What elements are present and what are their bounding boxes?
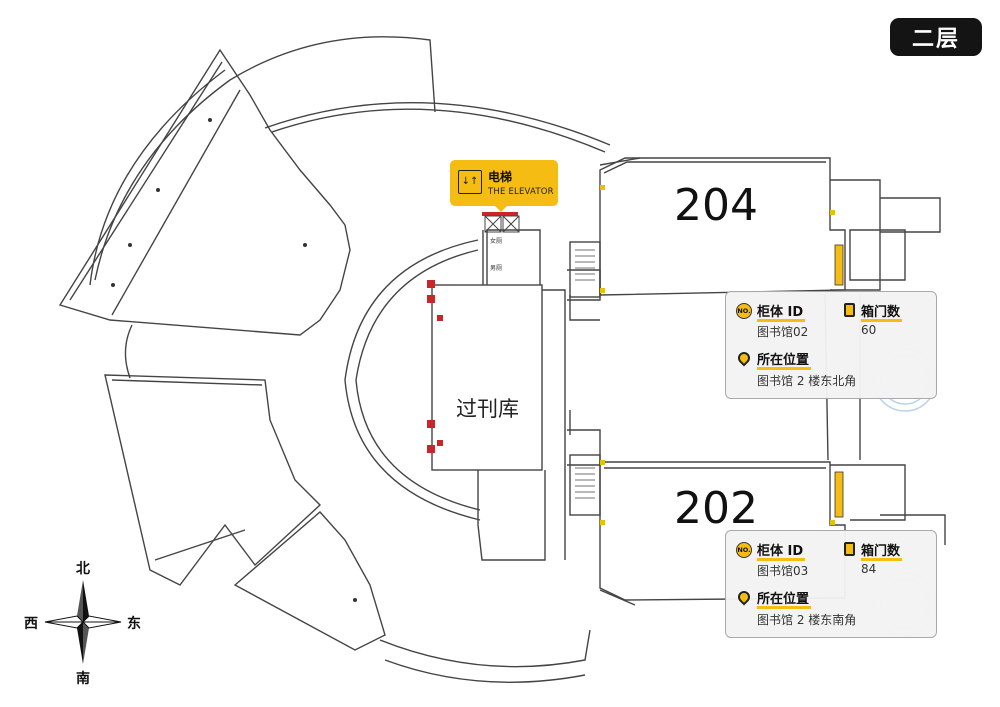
- locker-id-value: 图书馆02: [757, 325, 809, 339]
- elevator-callout-pointer: [494, 205, 508, 212]
- north-arc: [264, 102, 611, 146]
- female-restroom-label: 女厕: [490, 238, 503, 245]
- elevator-callout[interactable]: ↓↑ 电梯 THE ELEVATOR: [450, 160, 558, 206]
- location-value: 图书馆 2 楼东南角: [757, 613, 857, 627]
- male-restroom-label: 男厕: [490, 265, 503, 272]
- outer-arc-south: [384, 659, 586, 683]
- room-label-periodical-store[interactable]: 过刊库: [456, 397, 519, 421]
- compass-west-label: 西: [24, 616, 38, 632]
- room-label-202[interactable]: 202: [674, 483, 758, 534]
- locker-info-card[interactable]: NO. 柜体 ID 图书馆02 箱门数 60 所在位置 图书馆 2 楼东北角: [725, 291, 937, 399]
- room-204-outline: [599, 157, 846, 296]
- door-count-label: 箱门数: [861, 540, 903, 561]
- room-label-204[interactable]: 204: [674, 180, 758, 231]
- locker-id-label: 柜体 ID: [757, 301, 806, 322]
- outer-arc: [94, 36, 436, 281]
- wing-inner-outline: [69, 61, 241, 316]
- wing-outline: [104, 374, 322, 586]
- locker-id-label: 柜体 ID: [757, 540, 806, 561]
- locker-info-card[interactable]: NO. 柜体 ID 图书馆03 箱门数 84 所在位置 图书馆 2 楼东南角: [725, 530, 937, 638]
- wing-inner-outline: [111, 379, 263, 561]
- central-arc: [344, 239, 481, 521]
- location-pin-icon: [735, 349, 753, 367]
- compass-north-label: 北: [76, 561, 90, 577]
- location-value: 图书馆 2 楼东北角: [757, 374, 857, 388]
- compass-south-label: 南: [76, 671, 90, 687]
- door-icon: [844, 542, 855, 556]
- outer-arc: [89, 69, 226, 286]
- locker-id-value: 图书馆03: [757, 564, 809, 578]
- door-count-value: 60: [861, 323, 877, 337]
- compass-rose: [44, 580, 122, 664]
- elevator-icon: ↓↑: [458, 170, 482, 194]
- id-badge-icon: NO.: [736, 303, 752, 319]
- elevator-title: 电梯: [488, 170, 513, 184]
- door-count-label: 箱门数: [861, 301, 903, 322]
- outer-arc-south: [379, 629, 591, 668]
- location-label: 所在位置: [757, 588, 812, 609]
- door-count-value: 84: [861, 562, 877, 576]
- wing-outline: [233, 511, 386, 651]
- id-badge-icon: NO.: [736, 542, 752, 558]
- location-pin-icon: [735, 588, 753, 606]
- elevator-subtitle: THE ELEVATOR: [488, 187, 554, 197]
- compass-east-label: 东: [127, 616, 141, 632]
- floor-badge[interactable]: 二层: [890, 18, 982, 56]
- wing-outline: [58, 48, 351, 336]
- location-label: 所在位置: [757, 349, 812, 370]
- door-icon: [844, 303, 855, 317]
